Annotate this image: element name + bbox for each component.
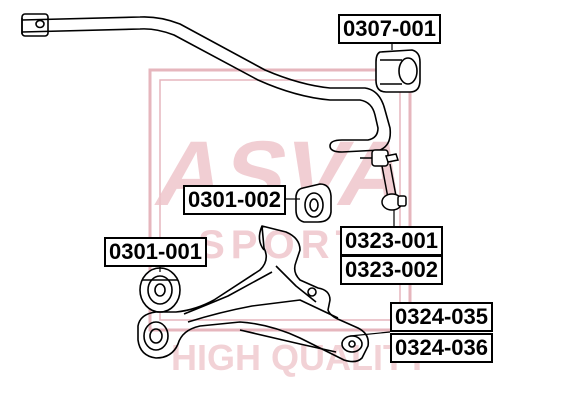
part-label-link-left[interactable]: 0323-001	[340, 226, 443, 256]
part-label-front-bushing[interactable]: 0301-002	[183, 185, 286, 215]
part-label-stabilizer-bushing[interactable]: 0307-001	[338, 14, 441, 44]
stabilizer-bar	[21, 13, 392, 153]
part-label-ball-joint-left[interactable]: 0324-035	[390, 302, 493, 332]
part-label-link-right[interactable]: 0323-002	[340, 255, 443, 285]
stabilizer-bushing-part	[375, 49, 421, 93]
lower-control-arm	[137, 225, 370, 363]
rear-bushing-part	[139, 267, 181, 313]
part-label-ball-joint-right[interactable]: 0324-036	[390, 333, 493, 363]
front-bushing-part	[295, 183, 332, 223]
part-label-rear-bushing[interactable]: 0301-001	[104, 237, 207, 267]
stabilizer-link-part	[360, 149, 407, 211]
